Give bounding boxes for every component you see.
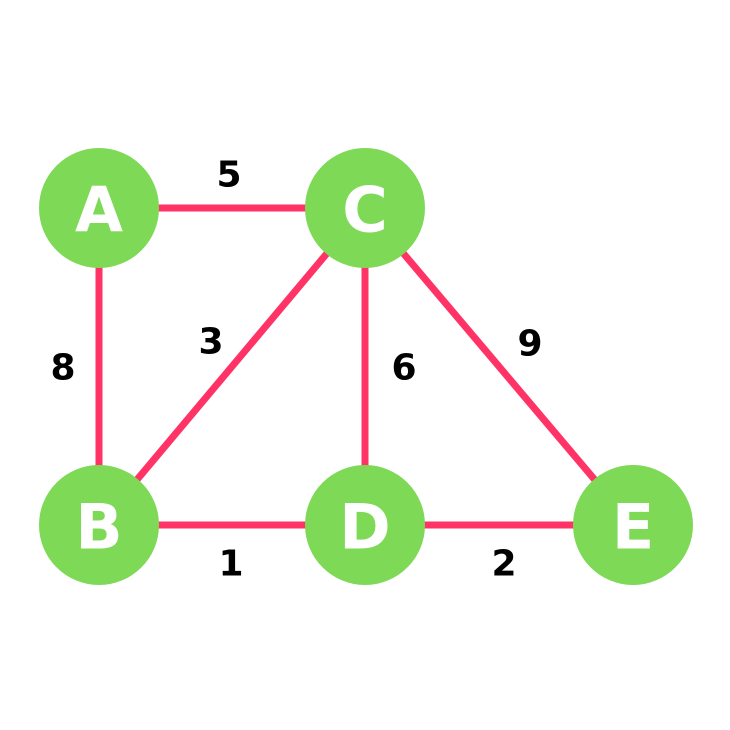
node-a: A	[39, 148, 159, 268]
nodes-layer: A B C D E	[39, 148, 693, 585]
node-d-label: D	[339, 491, 390, 564]
node-b-label: B	[75, 491, 122, 564]
edge-b-c	[96, 205, 368, 528]
weight-a-b: 8	[50, 348, 75, 389]
edge-c-e	[362, 205, 636, 528]
weight-b-c: 3	[198, 322, 223, 363]
node-e: E	[573, 465, 693, 585]
weight-d-e: 2	[491, 544, 516, 585]
node-e-label: E	[612, 491, 654, 564]
node-c-circle	[305, 148, 425, 268]
node-b: B	[39, 465, 159, 585]
node-b-circle	[39, 465, 159, 585]
weight-c-e: 9	[517, 324, 542, 365]
node-c: C	[305, 148, 425, 268]
weight-c-d: 6	[391, 348, 416, 389]
weight-a-c: 5	[216, 155, 241, 196]
node-e-circle	[573, 465, 693, 585]
node-a-circle	[39, 148, 159, 268]
node-d-circle	[305, 465, 425, 585]
node-a-label: A	[75, 174, 123, 247]
node-c-label: C	[342, 174, 388, 247]
weights-layer: 5 8 3 6 9 1 2	[50, 155, 542, 585]
weight-b-d: 1	[218, 544, 243, 585]
node-d: D	[305, 465, 425, 585]
